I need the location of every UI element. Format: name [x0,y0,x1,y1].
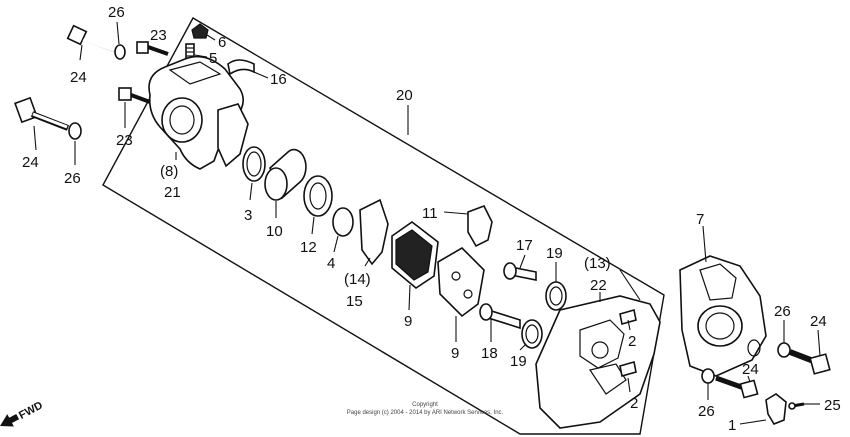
leader-24a [79,44,83,61]
leader-16 [253,71,269,79]
bolt-right-lower [715,375,759,399]
pad-spring-clip [227,59,255,76]
brake-pad-b [437,246,485,318]
callout-1: 1 [728,417,736,434]
leader-24b [33,125,37,151]
retainer-clip-b [619,360,637,378]
callout-21: 21 [164,184,181,201]
caliper-piston [264,148,307,201]
callout-7: 7 [696,211,704,228]
bleeder-cap [191,23,209,39]
callout-14: (14) [344,271,371,288]
leader-13 [619,269,641,301]
assembly-frame [102,17,665,435]
leader-14 [364,257,371,267]
callout-2-lower: 2 [630,395,638,412]
assembled-caliper [679,255,767,377]
callout-10: 10 [266,223,283,240]
callout-23-lower: 23 [116,132,133,149]
callout-9-left: 9 [404,313,412,330]
leader-2a [627,319,631,331]
callout-15: 15 [346,293,363,310]
leader-24c [817,329,821,357]
callout-20: 20 [396,87,413,104]
callout-18: 18 [481,345,498,362]
callout-24-upper: 24 [70,69,87,86]
leader-26a [116,21,120,45]
pin-boot-upper [545,281,567,311]
leader-6 [206,34,216,41]
pin-boot-lower [521,319,543,349]
callout-labels: 26 24 23 6 5 16 20 23 24 26 (8) 21 3 10 … [22,4,841,434]
callout-26-right-lower: 26 [698,403,715,420]
copyright-line-2: Page design (c) 2004 - 2014 by ARI Netwo… [347,410,504,416]
slide-pin-lower [479,303,521,330]
short-bolt-lower [118,87,151,104]
leader-19b [519,343,527,351]
leader-3 [249,182,253,201]
callout-25: 25 [824,397,841,414]
leader-11 [443,211,469,215]
callout-2-upper: 2 [628,333,636,350]
short-bolt-upper [136,41,169,56]
callout-24-lower: 24 [22,154,39,171]
caliper-bracket [535,295,661,429]
washer-right-lower [701,368,715,384]
long-bolt-upper [66,24,117,53]
leader-4 [333,235,339,253]
long-bolt-lower [14,96,70,131]
copyright-line-1: Copyright [412,402,438,408]
brake-pad-a [391,221,439,289]
washer-right-upper [777,342,791,358]
callout-24-right-lower: 24 [742,361,759,378]
callout-19-lower: 19 [510,353,527,370]
leader-1 [739,419,767,425]
callout-4: 4 [327,255,335,272]
callout-13: (13) [584,255,611,272]
retainer-clip-a [619,308,637,326]
callout-26-right-upper: 26 [774,303,791,320]
leader-7 [702,225,707,263]
pad-spring [467,204,493,248]
callout-23-upper: 23 [150,27,167,44]
callout-3: 3 [244,207,252,224]
leader-2b [627,377,631,393]
bolt-right-upper [788,349,831,375]
callout-22: 22 [590,277,607,294]
leader-9a [408,284,411,311]
callout-16: 16 [270,71,287,88]
callout-6: 6 [218,34,226,51]
caliper-body [148,55,249,170]
callout-24-right-upper: 24 [810,313,827,330]
fwd-label: FWD [17,399,45,421]
pad-shim [359,198,389,266]
callout-26-upper: 26 [108,4,125,21]
slide-pin-upper [503,262,537,281]
washer-upper [114,44,126,60]
callout-11: 11 [422,205,438,222]
leader-17 [519,254,526,269]
forward-arrow: FWD [0,399,45,427]
washer-lower [68,122,82,140]
retaining-ring [332,207,354,237]
callout-19-upper: 19 [546,245,563,262]
callout-26-lower: 26 [64,170,81,187]
hose-clamp [765,393,787,425]
callout-17: 17 [516,237,533,254]
callout-5: 5 [209,50,217,67]
callout-9-right: 9 [451,345,459,362]
callout-8: (8) [160,163,178,180]
clamp-screw [788,402,805,410]
dust-seal [303,175,333,217]
leader-12 [311,216,315,235]
callout-12: 12 [300,239,317,256]
leader-24d [747,375,751,383]
